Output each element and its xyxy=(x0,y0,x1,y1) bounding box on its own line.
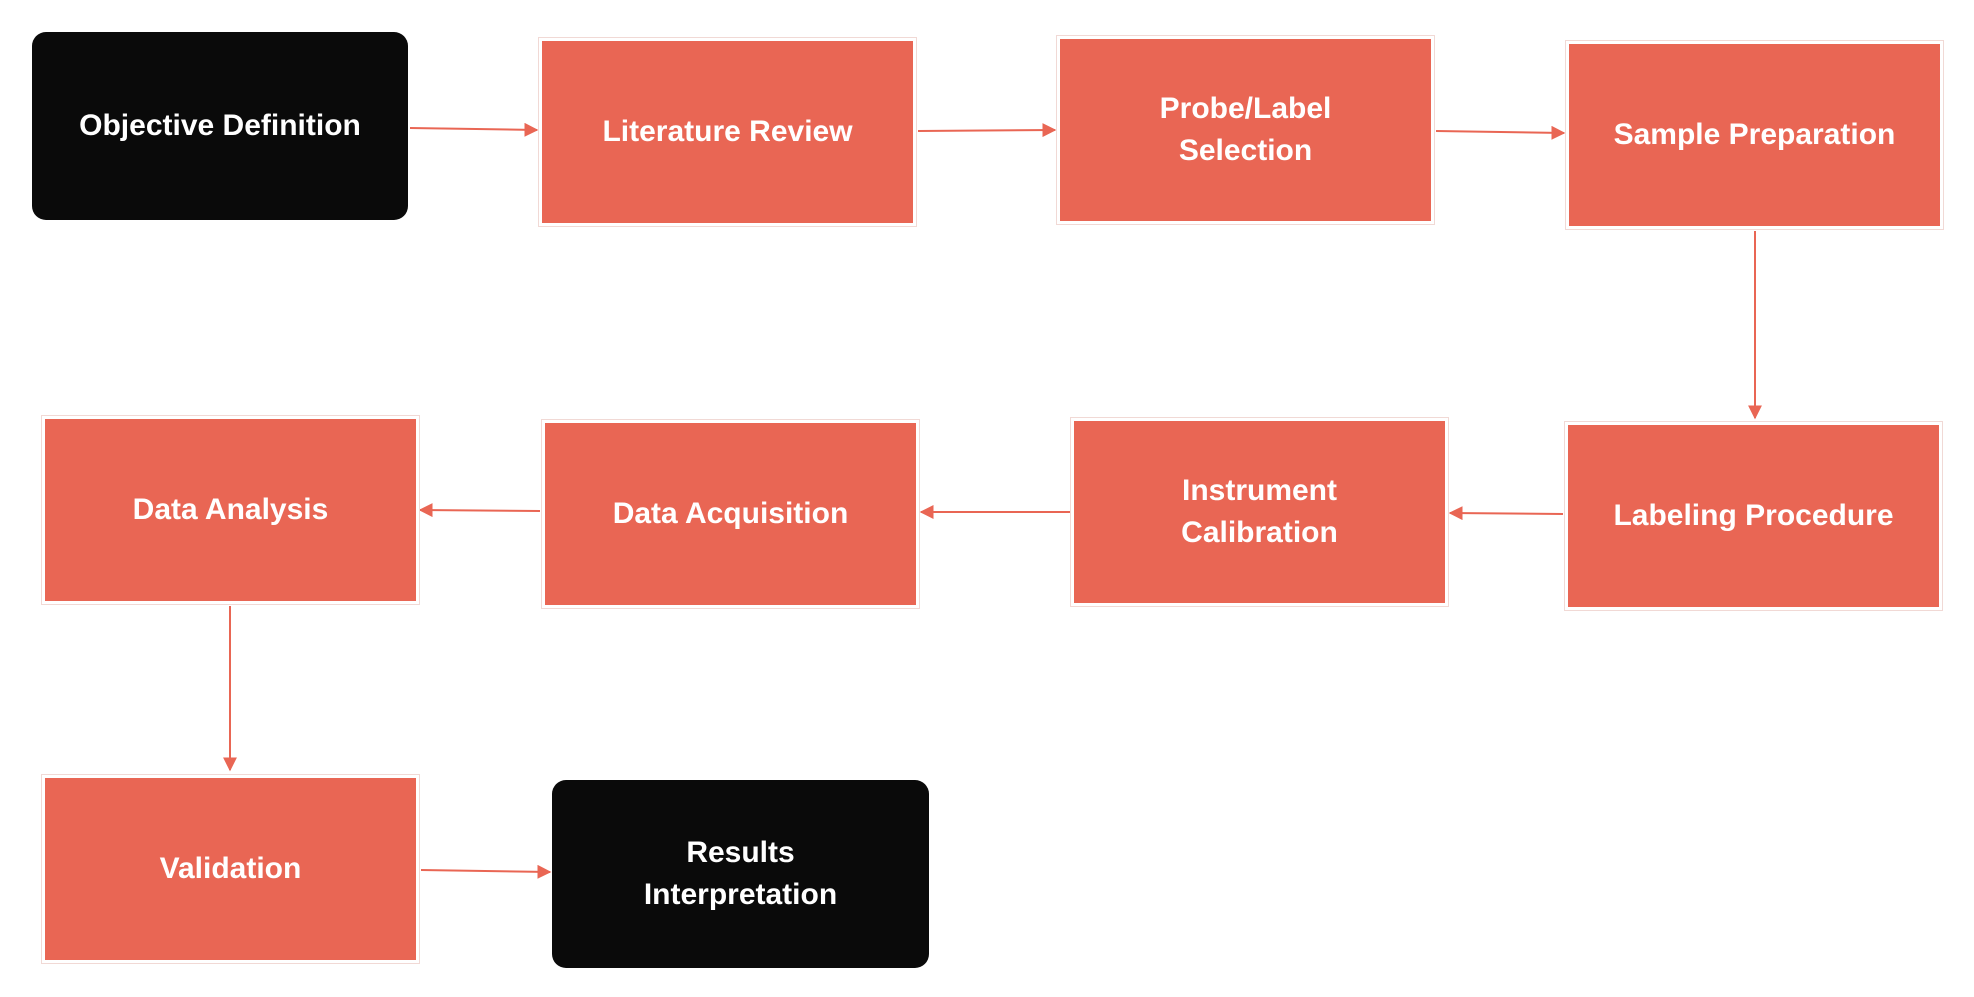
node-sample-preparation: Sample Preparation xyxy=(1566,41,1943,229)
node-label: Probe/Label Selection xyxy=(1159,92,1332,167)
node-validation: Validation xyxy=(42,775,419,963)
node-data-analysis: Data Analysis xyxy=(42,416,419,604)
arrow-literature-to-probe xyxy=(917,123,1057,138)
node-label: Sample Preparation xyxy=(1613,118,1896,151)
node-label: Instrument Calibration xyxy=(1181,474,1338,549)
arrow-probe-to-sample xyxy=(1435,125,1566,140)
node-label: Results Interpretation xyxy=(643,836,838,911)
node-label: Objective Definition xyxy=(79,109,361,142)
node-label: Data Acquisition xyxy=(612,497,849,530)
node-label: Labeling Procedure xyxy=(1613,499,1894,532)
arrow-validation-to-results xyxy=(420,864,552,879)
node-label: Validation xyxy=(159,852,302,885)
node-data-acquisition: Data Acquisition xyxy=(542,420,919,608)
arrow-acquisition-to-analysis xyxy=(418,503,541,518)
node-label: Data Analysis xyxy=(132,493,329,526)
node-instrument-calibration: Instrument Calibration xyxy=(1071,418,1448,606)
node-literature-review: Literature Review xyxy=(539,38,916,226)
node-results-interpretation: Results Interpretation xyxy=(552,780,929,968)
arrow-labeling-to-instrument xyxy=(1448,506,1564,521)
node-probe-label-selection: Probe/Label Selection xyxy=(1057,36,1434,224)
node-label: Literature Review xyxy=(602,115,853,148)
arrow-objective-to-literature xyxy=(409,122,539,137)
node-labeling-procedure: Labeling Procedure xyxy=(1565,422,1942,610)
node-objective-definition: Objective Definition xyxy=(32,32,408,220)
